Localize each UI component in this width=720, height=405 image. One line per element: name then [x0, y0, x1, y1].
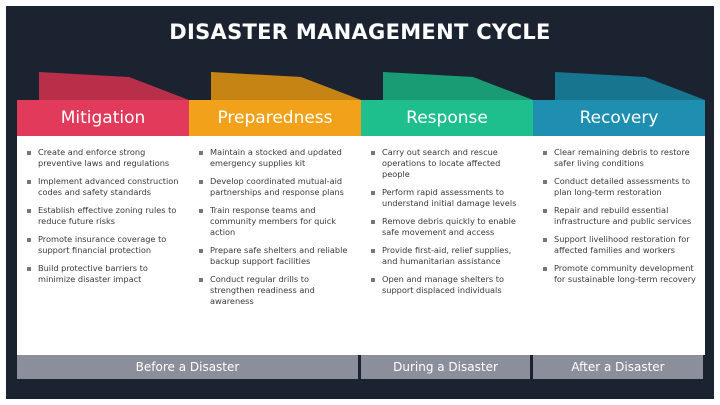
phase-tab-decoration — [555, 72, 705, 100]
phase-card: Carry out search and rescue operations t… — [361, 136, 533, 355]
list-item: Establish effective zoning rules to redu… — [27, 205, 183, 227]
phase-tab-shade — [39, 72, 189, 100]
square-bullet-icon — [27, 267, 31, 271]
list-item: Promote insurance coverage to support fi… — [27, 234, 183, 256]
phase-tab-decoration — [211, 72, 361, 100]
list-item-text: Prepare safe shelters and reliable backu… — [210, 245, 348, 266]
phase-title: Mitigation — [60, 108, 146, 128]
list-item: Conduct detailed assessments to plan lon… — [543, 176, 699, 198]
footer-after: After a Disaster — [533, 355, 703, 379]
slide-title: DISASTER MANAGEMENT CYCLE — [169, 20, 551, 44]
phase-tab-decoration — [383, 72, 533, 100]
list-item: Train response teams and community membe… — [199, 205, 355, 238]
square-bullet-icon — [543, 151, 547, 155]
phase-title: Preparedness — [217, 108, 333, 128]
phase-header-preparedness: Preparedness — [189, 100, 361, 136]
square-bullet-icon — [371, 191, 375, 195]
list-item-text: Implement advanced construction codes an… — [38, 176, 179, 197]
square-bullet-icon — [199, 249, 203, 253]
phase-item-list: Maintain a stocked and updated emergency… — [189, 136, 361, 307]
square-bullet-icon — [27, 238, 31, 242]
list-item-text: Repair and rebuild essential infrastruct… — [554, 205, 692, 226]
list-item-text: Promote insurance coverage to support fi… — [38, 234, 167, 255]
footer-before: Before a Disaster — [17, 355, 358, 379]
square-bullet-icon — [371, 278, 375, 282]
list-item-text: Train response teams and community membe… — [210, 205, 336, 237]
square-bullet-icon — [543, 238, 547, 242]
list-item: Implement advanced construction codes an… — [27, 176, 183, 198]
footer-label: During a Disaster — [393, 360, 498, 374]
list-item: Perform rapid assessments to understand … — [371, 187, 527, 209]
phase-header-recovery: Recovery — [533, 100, 705, 136]
square-bullet-icon — [543, 209, 547, 213]
footer-label: Before a Disaster — [135, 360, 240, 374]
phase-title: Recovery — [579, 108, 659, 128]
list-item-text: Maintain a stocked and updated emergency… — [210, 147, 342, 168]
list-item-text: Perform rapid assessments to understand … — [382, 187, 517, 208]
list-item-text: Build protective barriers to minimize di… — [38, 263, 148, 284]
phase-card: Create and enforce strong preventive law… — [17, 136, 189, 355]
phase-tab-shade — [383, 72, 533, 100]
phase-item-list: Carry out search and rescue operations t… — [361, 136, 533, 296]
list-item-text: Develop coordinated mutual-aid partnersh… — [210, 176, 344, 197]
phase-tab-decoration — [39, 72, 189, 100]
list-item: Clear remaining debris to restore safer … — [543, 147, 699, 169]
list-item: Remove debris quickly to enable safe mov… — [371, 216, 527, 238]
phase-item-list: Clear remaining debris to restore safer … — [533, 136, 705, 285]
square-bullet-icon — [371, 220, 375, 224]
list-item-text: Provide first-aid, relief supplies, and … — [382, 245, 512, 266]
list-item: Maintain a stocked and updated emergency… — [199, 147, 355, 169]
square-bullet-icon — [199, 278, 203, 282]
square-bullet-icon — [543, 267, 547, 271]
list-item: Carry out search and rescue operations t… — [371, 147, 527, 180]
list-item: Provide first-aid, relief supplies, and … — [371, 245, 527, 267]
list-item: Conduct regular drills to strengthen rea… — [199, 274, 355, 307]
square-bullet-icon — [27, 209, 31, 213]
list-item-text: Establish effective zoning rules to redu… — [38, 205, 177, 226]
list-item-text: Remove debris quickly to enable safe mov… — [382, 216, 516, 237]
footer-label: After a Disaster — [571, 360, 665, 374]
square-bullet-icon — [371, 151, 375, 155]
square-bullet-icon — [543, 180, 547, 184]
list-item: Create and enforce strong preventive law… — [27, 147, 183, 169]
list-item: Support livelihood restoration for affec… — [543, 234, 699, 256]
list-item-text: Conduct regular drills to strengthen rea… — [210, 274, 315, 306]
square-bullet-icon — [371, 249, 375, 253]
phase-title: Response — [406, 108, 488, 128]
phase-card: Clear remaining debris to restore safer … — [533, 136, 705, 355]
list-item: Open and manage shelters to support disp… — [371, 274, 527, 296]
list-item: Develop coordinated mutual-aid partnersh… — [199, 176, 355, 198]
list-item-text: Clear remaining debris to restore safer … — [554, 147, 690, 168]
list-item-text: Create and enforce strong preventive law… — [38, 147, 170, 168]
phase-tab-shade — [211, 72, 361, 100]
phase-card: Maintain a stocked and updated emergency… — [189, 136, 361, 355]
square-bullet-icon — [27, 151, 31, 155]
list-item-text: Support livelihood restoration for affec… — [554, 234, 690, 255]
list-item: Repair and rebuild essential infrastruct… — [543, 205, 699, 227]
square-bullet-icon — [199, 151, 203, 155]
list-item: Prepare safe shelters and reliable backu… — [199, 245, 355, 267]
phase-header-mitigation: Mitigation — [17, 100, 189, 136]
footer-during: During a Disaster — [361, 355, 530, 379]
list-item-text: Conduct detailed assessments to plan lon… — [554, 176, 691, 197]
square-bullet-icon — [199, 180, 203, 184]
list-item-text: Promote community development for sustai… — [554, 263, 696, 284]
list-item: Build protective barriers to minimize di… — [27, 263, 183, 285]
square-bullet-icon — [27, 180, 31, 184]
list-item: Promote community development for sustai… — [543, 263, 699, 285]
list-item-text: Open and manage shelters to support disp… — [382, 274, 504, 295]
list-item-text: Carry out search and rescue operations t… — [382, 147, 501, 179]
phase-item-list: Create and enforce strong preventive law… — [17, 136, 189, 285]
phase-header-response: Response — [361, 100, 533, 136]
square-bullet-icon — [199, 209, 203, 213]
phase-tab-shade — [555, 72, 705, 100]
